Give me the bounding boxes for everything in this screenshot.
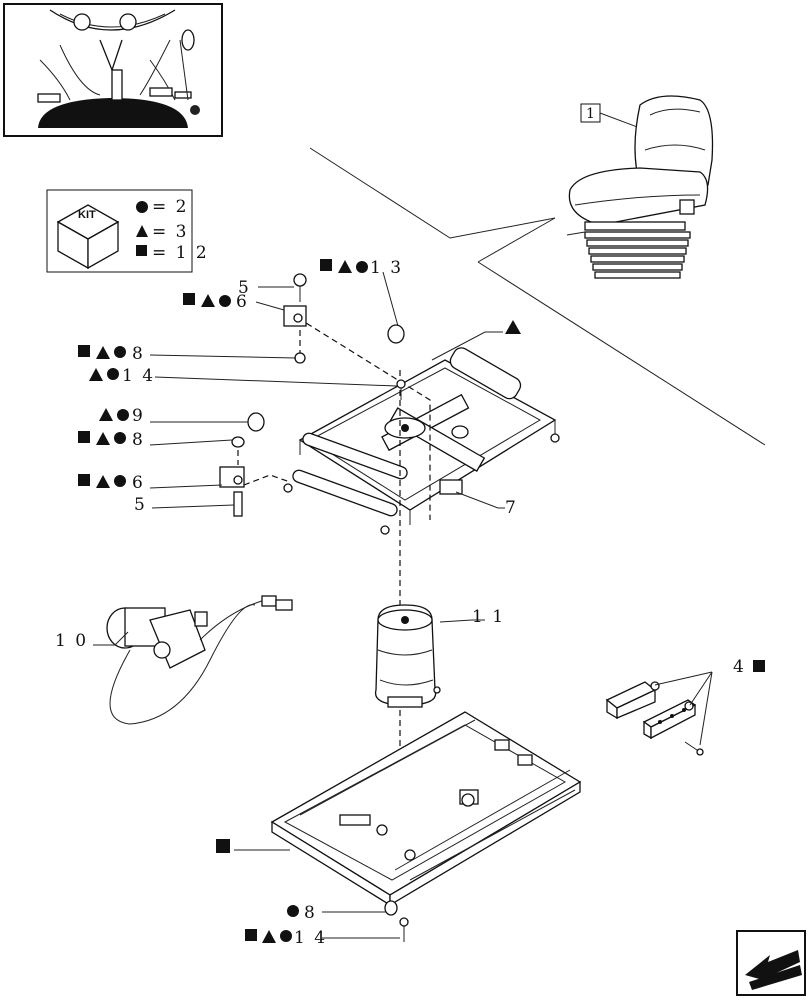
label-14-b: 1 4 xyxy=(294,928,327,948)
triangle-icon xyxy=(136,225,148,237)
base-slide-frame[interactable] xyxy=(270,711,582,907)
part-labels: 1 3 5 6 8 1 4 9 8 6 5 7 xyxy=(55,258,765,948)
triangle-marker xyxy=(505,320,521,334)
pump-motor-assembly[interactable] xyxy=(106,595,293,725)
kit-badge-text: KIT xyxy=(78,209,96,221)
label-4: 4 xyxy=(733,657,746,677)
air-spring[interactable] xyxy=(374,604,441,708)
kit-legend: KIT = 2 = 3 = 1 2 xyxy=(46,189,209,273)
label-6-b: 6 xyxy=(132,473,145,493)
label-5-b: 5 xyxy=(134,495,147,515)
label-6-top: 6 xyxy=(236,292,249,312)
leader-lines xyxy=(93,271,505,939)
label-10: 1 0 xyxy=(55,631,88,651)
back-arrow-icon[interactable] xyxy=(736,930,806,996)
label-13: 1 3 xyxy=(370,258,403,278)
label-5-top: 5 xyxy=(238,278,251,298)
suspension-frame[interactable] xyxy=(283,345,560,535)
square-marker xyxy=(216,839,230,853)
thumbnail-view[interactable] xyxy=(3,3,223,137)
label-7: 7 xyxy=(505,498,518,518)
label-9: 9 xyxy=(132,406,145,426)
kit-part-4[interactable] xyxy=(605,671,713,756)
circle-icon xyxy=(136,201,148,213)
legend-row-circle: = 2 xyxy=(152,197,188,217)
legend-row-square: = 1 2 xyxy=(152,243,209,263)
label-14-a: 1 4 xyxy=(122,366,155,386)
seat-assembly[interactable]: 1 xyxy=(566,95,714,279)
label-8-b: 8 xyxy=(132,430,145,450)
label-8-a: 8 xyxy=(132,344,145,364)
label-11: 1 1 xyxy=(472,607,505,627)
seat-box-label: 1 xyxy=(586,106,597,122)
legend-row-triangle: = 3 xyxy=(152,222,188,242)
square-icon xyxy=(136,245,147,256)
small-parts[interactable] xyxy=(219,273,409,942)
label-8-c: 8 xyxy=(304,903,317,923)
